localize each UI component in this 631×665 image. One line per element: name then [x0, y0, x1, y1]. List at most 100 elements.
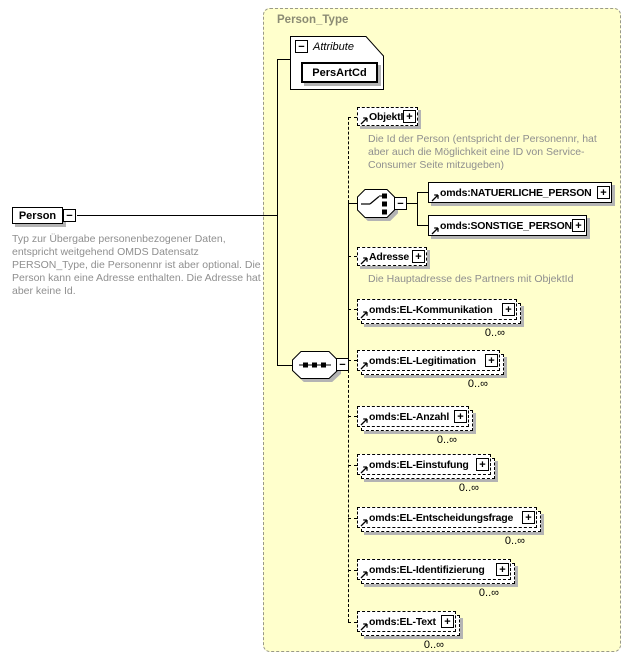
element-label: omds:EL-Einstufung — [369, 458, 469, 471]
choice-branch-vertical — [417, 192, 418, 226]
sequence-icon[interactable] — [292, 351, 339, 380]
stub-kommunikation — [348, 309, 357, 310]
choice-branch-bottom — [417, 225, 428, 226]
element-label: Adresse — [369, 250, 410, 263]
element-adresse[interactable]: Adresse + — [357, 247, 427, 266]
choice-branch-line — [407, 203, 417, 204]
expand-glyph: + — [525, 511, 532, 524]
occurrence-label: 0..∞ — [467, 378, 488, 390]
expand-glyph: + — [499, 563, 506, 576]
occurrence-label: 0..∞ — [458, 482, 479, 494]
person-label: Person — [18, 209, 57, 222]
reference-arrow-icon — [360, 257, 368, 265]
choice-collapse-toggle[interactable]: − — [394, 197, 407, 210]
root-connector-line — [77, 215, 277, 216]
reference-arrow-icon — [431, 194, 439, 202]
expand-glyph: + — [488, 354, 495, 367]
reference-arrow-icon — [431, 227, 439, 235]
expand-glyph: + — [415, 250, 422, 263]
person-element[interactable]: Person — [12, 207, 63, 224]
expand-glyph: + — [600, 186, 607, 199]
element-el-kommunikation[interactable]: omds:EL-Kommunikation + 0..∞ — [357, 299, 521, 339]
objektid-expand-toggle[interactable]: + — [403, 110, 416, 123]
occurrence-label: 0..∞ — [436, 434, 457, 446]
stub-choice — [348, 203, 357, 204]
reference-arrow-icon — [360, 519, 368, 527]
el-identifizierung-expand-toggle[interactable]: + — [496, 563, 509, 576]
attribute-group-label: Attribute — [313, 41, 354, 53]
expand-glyph: + — [457, 410, 464, 423]
element-el-entscheidungsfrage[interactable]: omds:EL-Entscheidungsfrage + 0..∞ — [357, 507, 541, 547]
choice-branch-top — [417, 192, 428, 193]
el-text-expand-toggle[interactable]: + — [441, 615, 454, 628]
el-einstufung-expand-toggle[interactable]: + — [476, 458, 489, 471]
stub-adresse — [348, 256, 357, 257]
element-natuerliche-person[interactable]: omds:NATUERLICHE_PERSON + — [428, 182, 612, 203]
choice-icon[interactable] — [357, 189, 396, 219]
collapse-glyph: − — [66, 209, 73, 222]
type-title: Person_Type — [277, 14, 349, 26]
element-objektid[interactable]: ObjektId + — [357, 107, 418, 126]
occurrence-label: 0..∞ — [484, 327, 505, 339]
el-legitimation-expand-toggle[interactable]: + — [485, 354, 498, 367]
element-el-legitimation[interactable]: omds:EL-Legitimation + 0..∞ — [357, 350, 504, 390]
trunk-vertical-line — [277, 59, 278, 365]
element-el-einstufung[interactable]: omds:EL-Einstufung + 0..∞ — [357, 454, 495, 494]
expand-glyph: + — [479, 458, 486, 471]
adresse-expand-toggle[interactable]: + — [412, 250, 425, 263]
reference-arrow-icon — [360, 466, 368, 474]
reference-arrow-icon — [360, 362, 368, 370]
adresse-annotation: Die Hauptadresse des Partners mit Objekt… — [368, 273, 574, 285]
reference-arrow-icon — [360, 571, 368, 579]
attribute-connector-line — [277, 59, 290, 60]
stub-entscheidungsfrage — [348, 518, 357, 519]
child-trunk-dashed-top — [348, 117, 349, 203]
reference-arrow-icon — [360, 117, 368, 125]
element-label: omds:EL-Identifizierung — [369, 563, 485, 576]
objektid-annotation: Die Id der Person (entspricht der Person… — [368, 133, 597, 171]
sequence-connector-line — [277, 365, 293, 366]
expand-glyph: + — [575, 219, 582, 232]
child-trunk-dashed-bottom — [348, 365, 349, 622]
person-annotation: Typ zur Übergabe personenbezogener Daten… — [12, 233, 261, 297]
sequence-collapse-toggle[interactable]: − — [336, 358, 349, 371]
stub-legitimation — [348, 360, 357, 361]
collapse-glyph: − — [397, 197, 404, 210]
person-type-container: Person_Type — [263, 8, 621, 652]
element-label: omds:NATUERLICHE_PERSON — [440, 186, 592, 199]
attribute-collapse-toggle[interactable]: − — [295, 40, 308, 53]
persartcd-label: PersArtCd — [312, 66, 367, 79]
element-label: omds:EL-Legitimation — [369, 354, 476, 367]
expand-glyph: + — [444, 615, 451, 628]
reference-arrow-icon — [360, 418, 368, 426]
element-label: omds:EL-Kommunikation — [369, 303, 493, 316]
child-trunk-solid — [348, 203, 349, 365]
sonstige-person-expand-toggle[interactable]: + — [572, 219, 585, 232]
el-kommunikation-expand-toggle[interactable]: + — [502, 303, 515, 316]
stub-einstufung — [348, 465, 357, 466]
element-label: omds:EL-Entscheidungsfrage — [369, 511, 514, 524]
el-anzahl-expand-toggle[interactable]: + — [454, 410, 467, 423]
reference-arrow-icon — [360, 623, 368, 631]
element-sonstige-person[interactable]: omds:SONSTIGE_PERSON + — [428, 215, 587, 236]
expand-glyph: + — [505, 303, 512, 316]
person-collapse-toggle[interactable]: − — [63, 209, 76, 222]
expand-glyph: + — [406, 110, 413, 123]
element-el-identifizierung[interactable]: omds:EL-Identifizierung + 0..∞ — [357, 559, 515, 599]
occurrence-label: 0..∞ — [423, 639, 444, 651]
stub-text — [348, 622, 357, 623]
reference-arrow-icon — [360, 311, 368, 319]
el-entscheidungsfrage-expand-toggle[interactable]: + — [522, 511, 535, 524]
element-label: ObjektId — [369, 110, 410, 123]
attribute-persartcd[interactable]: PersArtCd — [301, 62, 378, 83]
element-label: omds:SONSTIGE_PERSON — [440, 219, 572, 232]
natuerliche-person-expand-toggle[interactable]: + — [597, 186, 610, 199]
occurrence-label: 0..∞ — [504, 535, 525, 547]
stub-identifizierung — [348, 570, 357, 571]
collapse-glyph: − — [339, 358, 346, 371]
element-el-anzahl[interactable]: omds:EL-Anzahl + 0..∞ — [357, 406, 473, 446]
element-el-text[interactable]: omds:EL-Text + 0..∞ — [357, 611, 460, 651]
occurrence-label: 0..∞ — [478, 587, 499, 599]
element-label: omds:EL-Anzahl — [369, 410, 450, 423]
